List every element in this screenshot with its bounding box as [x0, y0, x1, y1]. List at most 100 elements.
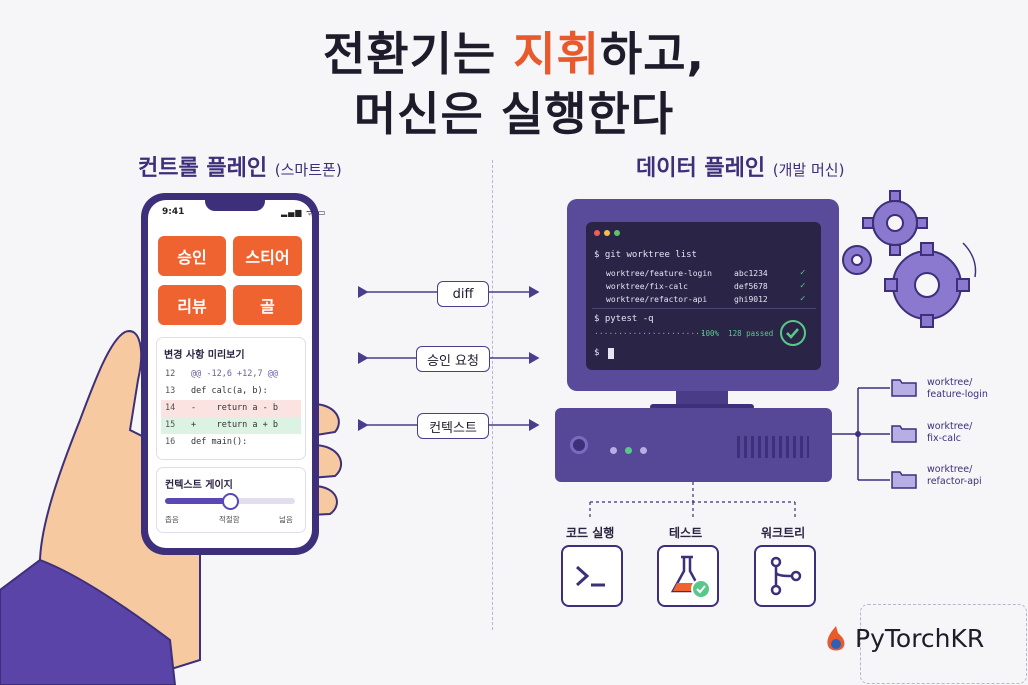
review-button[interactable]: 리뷰 — [158, 285, 226, 325]
terminal-cursor — [608, 348, 614, 359]
context-gauge-card: 컨텍스트 게이지 좁음 적절함 넓음 — [156, 467, 306, 533]
terminal-icon — [561, 545, 623, 607]
line-number: 13 — [165, 386, 176, 396]
data-plane-sub: (개발 머신) — [772, 161, 845, 179]
worktree-label: worktree/feature-login — [927, 377, 988, 401]
monitor-base — [650, 404, 754, 410]
folder-icon — [891, 471, 917, 489]
pass-check-icon — [780, 320, 806, 346]
control-plane-heading: 컨트롤 플레인 (스마트폰) — [138, 150, 342, 182]
code-text: - return a - b — [191, 403, 278, 413]
worktree-line: fix-calc — [927, 433, 961, 444]
capability-label: 코드 실행 — [566, 526, 615, 540]
gauge-label-low: 좁음 — [165, 515, 179, 524]
worktree-path: worktree/fix-calc — [606, 282, 688, 291]
code-line: 16 def main(): — [161, 434, 301, 451]
progress-dots: ······················· — [594, 329, 705, 338]
capability-connectors — [589, 482, 796, 520]
minimize-dot-icon — [604, 230, 610, 236]
line-number: 12 — [165, 369, 176, 379]
code-text: + return a + b — [191, 420, 278, 430]
terminal-prompt: $ — [594, 348, 600, 358]
goal-button[interactable]: 골 — [233, 285, 302, 325]
context-tag: 컨텍스트 — [417, 413, 489, 439]
worktree-line: worktree/ — [927, 421, 973, 432]
monitor-neck — [676, 391, 728, 407]
code-text: @@ -12,6 +12,7 @@ — [191, 369, 278, 379]
progress-text: 100% 128 passed — [701, 329, 774, 338]
worktree-label: worktree/refactor-api — [927, 464, 982, 488]
logo-text: PyTorchKR — [855, 624, 985, 653]
line-number: 16 — [165, 437, 176, 447]
folder-icon — [891, 425, 917, 443]
check-icon: ✓ — [800, 281, 806, 291]
led-icon — [610, 447, 617, 454]
gauge-knob[interactable] — [222, 493, 239, 510]
flask-icon — [657, 545, 719, 607]
pytorch-flame-icon — [827, 626, 845, 651]
check-icon: ✓ — [800, 268, 806, 278]
control-plane-label: 컨트롤 플레인 — [138, 156, 268, 181]
phone-time: 9:41 — [162, 207, 185, 217]
gauge-label-high: 넓음 — [279, 515, 293, 524]
diff-tag: diff — [437, 281, 489, 307]
gauge-label-mid: 적절함 — [219, 515, 240, 524]
close-dot-icon — [594, 230, 600, 236]
led-icon — [625, 447, 632, 454]
capability-label: 테스트 — [669, 526, 703, 540]
computer-tower — [555, 408, 832, 482]
worktree-path: worktree/feature-login — [606, 269, 712, 278]
worktree-hash: ghi9012 — [734, 295, 768, 304]
gauge-title: 컨텍스트 게이지 — [165, 480, 233, 491]
control-plane-sub: (스마트폰) — [274, 161, 342, 179]
code-line-added: 15 + return a + b — [161, 417, 301, 434]
check-icon: ✓ — [800, 294, 806, 304]
code-line: 13 def calc(a, b): — [161, 383, 301, 400]
approval-request-tag: 승인 요청 — [416, 346, 490, 372]
worktree-connectors — [832, 387, 890, 481]
power-button[interactable] — [570, 436, 588, 454]
steer-button[interactable]: 스티어 — [233, 236, 302, 276]
worktree-line: worktree/ — [927, 377, 973, 388]
line-number: 14 — [165, 403, 176, 413]
worktree-line: refactor-api — [927, 476, 982, 487]
gears-icon — [842, 190, 977, 328]
phone-notch — [205, 197, 265, 211]
gauge-fill — [165, 498, 230, 504]
changes-preview-card: 변경 사항 미리보기 12 @@ -12,6 +12,7 @@ 13 def cal… — [156, 337, 306, 460]
center-divider — [492, 160, 493, 630]
title-part: 전환기는 — [322, 27, 514, 81]
diff-view: 12 @@ -12,6 +12,7 @@ 13 def calc(a, b): 14… — [161, 366, 301, 451]
phone-status-icons: ▂▄▆ ᯤ ▭ — [281, 208, 327, 217]
terminal-window: $ git worktree list worktree/feature-log… — [586, 222, 821, 370]
maximize-dot-icon — [614, 230, 620, 236]
terminal-cmd-worktree: $ git worktree list — [594, 250, 697, 260]
terminal-cmd-pytest: $ pytest -q — [594, 314, 654, 324]
folder-icon — [891, 379, 917, 397]
branch-icon — [754, 545, 816, 607]
worktree-label: worktree/fix-calc — [927, 421, 972, 445]
worktree-hash: def5678 — [734, 282, 768, 291]
code-line: 12 @@ -12,6 +12,7 @@ — [161, 366, 301, 383]
logo-frame — [860, 604, 1027, 684]
data-plane-heading: 데이터 플레인 (개발 머신) — [636, 150, 844, 182]
code-line-deleted: 14 - return a - b — [161, 400, 301, 417]
line-number: 15 — [165, 420, 176, 430]
worktree-path: worktree/refactor-api — [606, 295, 708, 304]
data-plane-label: 데이터 플레인 — [636, 156, 766, 181]
preview-title: 변경 사항 미리보기 — [164, 350, 245, 361]
worktree-line: worktree/ — [927, 464, 973, 475]
title-part: 하고, — [599, 27, 706, 81]
capability-label: 워크트리 — [761, 526, 806, 540]
led-icon — [640, 447, 647, 454]
title-line-1: 전환기는 지휘하고, — [0, 18, 1028, 84]
title-accent: 지휘 — [513, 27, 600, 81]
vent-grill — [737, 436, 809, 458]
code-text: def main(): — [191, 437, 248, 447]
code-text: def calc(a, b): — [191, 386, 268, 396]
approve-button[interactable]: 승인 — [158, 236, 226, 276]
worktree-line: feature-login — [927, 389, 988, 400]
title-line-2: 머신은 실행한다 — [353, 87, 675, 141]
worktree-hash: abc1234 — [734, 269, 768, 278]
terminal-separator — [592, 308, 816, 309]
